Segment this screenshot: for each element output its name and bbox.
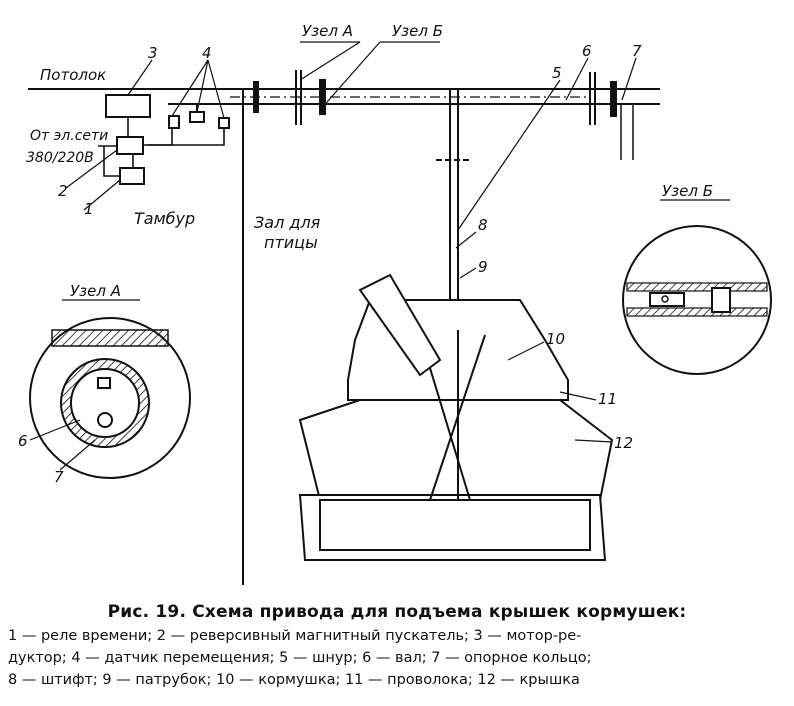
leader-lines	[29, 41, 730, 471]
callout-9: 9	[478, 258, 488, 276]
vestibule-label: Тамбур	[134, 209, 195, 228]
callout-2: 2	[58, 182, 68, 200]
node-b-detail-label: Узел Б	[662, 182, 713, 200]
motor-reducer	[105, 94, 151, 118]
ceiling-label: Потолок	[40, 66, 106, 84]
feeder	[298, 299, 614, 561]
node-b-top-label: Узел Б	[392, 22, 443, 40]
magnetic-starter	[116, 136, 144, 155]
cord	[436, 89, 472, 330]
voltage-label: 380/220В	[26, 150, 94, 166]
callout-10: 10	[546, 330, 565, 348]
callout-1: 1	[84, 200, 94, 218]
callout-6-detail: 6	[18, 432, 28, 450]
caption-line-3: 8 — штифт; 9 — патрубок; 10 — кормушка; …	[8, 672, 580, 688]
callout-4: 4	[202, 44, 212, 62]
drive-scheme-figure: Потолок От эл.сети 380/220В Тамбур Зал д…	[18, 22, 772, 585]
callout-8: 8	[478, 216, 488, 234]
figure-caption: Рис. 19. Схема привода для подъема крыше…	[0, 600, 794, 706]
callout-7: 7	[632, 42, 642, 60]
callout-5: 5	[552, 64, 562, 82]
callout-12: 12	[614, 434, 633, 452]
node-a-top-label: Узел А	[302, 22, 353, 40]
hall-label-line1: Зал для	[254, 213, 321, 232]
time-relay	[119, 167, 145, 185]
node-a-detail-label: Узел А	[70, 282, 121, 300]
node-a-detail	[29, 317, 191, 479]
caption-line-2: дуктор; 4 — датчик перемещения; 5 — шнур…	[8, 650, 592, 666]
shaft	[168, 96, 660, 105]
support-rings	[253, 70, 634, 160]
caption-title: Рис. 19. Схема привода для подъема крыше…	[107, 602, 687, 622]
callout-11: 11	[598, 390, 617, 408]
wiring	[98, 117, 225, 177]
node-b-detail	[622, 225, 772, 375]
callout-7-detail: 7	[54, 468, 64, 486]
scheme-drawing: Потолок От эл.сети 380/220В Тамбур Зал д…	[18, 22, 772, 585]
callout-6: 6	[582, 42, 592, 60]
caption-line-1: 1 — реле времени; 2 — реверсивный магнит…	[8, 628, 582, 644]
from-network-label: От эл.сети	[30, 128, 108, 144]
hall-label-line2: птицы	[264, 233, 318, 252]
callout-3: 3	[148, 44, 158, 62]
lid	[358, 273, 442, 377]
